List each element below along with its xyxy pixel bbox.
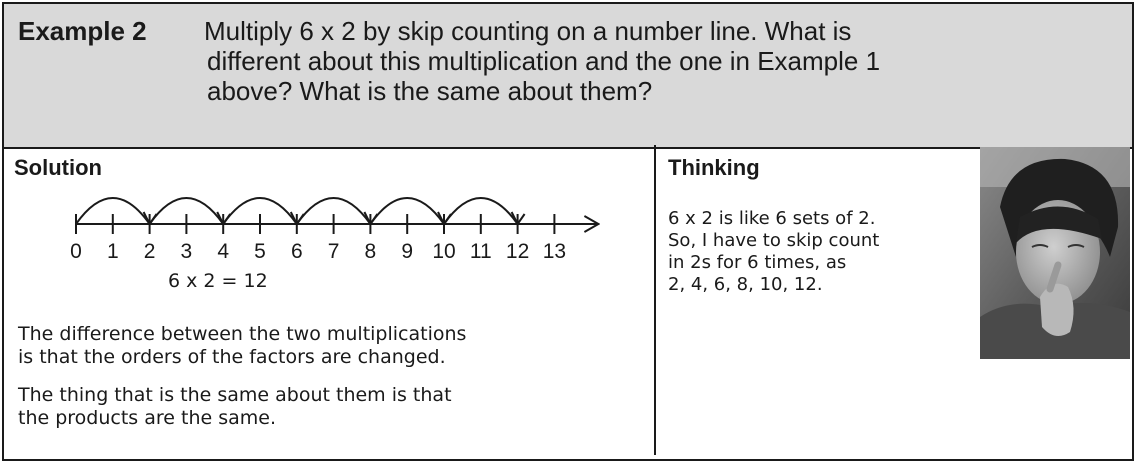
tick-label: 10	[432, 240, 455, 263]
tick-label: 12	[506, 240, 529, 263]
paragraph-line: the products are the same.	[18, 407, 638, 430]
question-line: different about this multiplication and …	[204, 46, 1084, 76]
tick-label: 11	[470, 240, 492, 263]
paragraph-line: The thing that is the same about them is…	[18, 384, 638, 407]
tick-label: 8	[365, 240, 377, 263]
tick-label: 7	[328, 240, 340, 263]
thinking-title: Thinking	[668, 155, 760, 181]
question-line: Multiply 6 x 2 by skip counting on a num…	[204, 16, 1084, 46]
thinking-line: 6 x 2 is like 6 sets of 2.	[668, 208, 968, 230]
example-header: Example 2 Multiply 6 x 2 by skip countin…	[4, 4, 1132, 149]
tick-label: 9	[401, 240, 413, 263]
tick-label: 2	[144, 240, 156, 263]
sameness-paragraph: The thing that is the same about them is…	[18, 384, 638, 430]
solution-title: Solution	[14, 155, 102, 181]
thinking-line: in 2s for 6 times, as	[668, 252, 968, 274]
question-line: above? What is the same about them?	[204, 76, 1084, 106]
tick-label: 3	[181, 240, 193, 263]
tick-label: 5	[254, 240, 266, 263]
equation: 6 x 2 = 12	[168, 270, 268, 293]
tick-label: 13	[543, 240, 566, 263]
paragraph-line: The difference between the two multiplic…	[18, 323, 638, 346]
tick-label: 6	[291, 240, 303, 263]
student-photo	[980, 147, 1130, 359]
example-question: Multiply 6 x 2 by skip counting on a num…	[204, 16, 1084, 106]
difference-paragraph: The difference between the two multiplic…	[18, 323, 638, 369]
thinking-line: 2, 4, 6, 8, 10, 12.	[668, 274, 968, 296]
example-label: Example 2	[18, 16, 147, 47]
tick-label: 1	[107, 240, 119, 263]
thinking-text: 6 x 2 is like 6 sets of 2. So, I have to…	[668, 208, 968, 296]
paragraph-line: is that the orders of the factors are ch…	[18, 346, 638, 369]
tick-label: 0	[70, 240, 82, 263]
column-divider	[654, 145, 656, 455]
thinking-line: So, I have to skip count	[668, 230, 968, 252]
tick-label: 4	[217, 240, 229, 263]
